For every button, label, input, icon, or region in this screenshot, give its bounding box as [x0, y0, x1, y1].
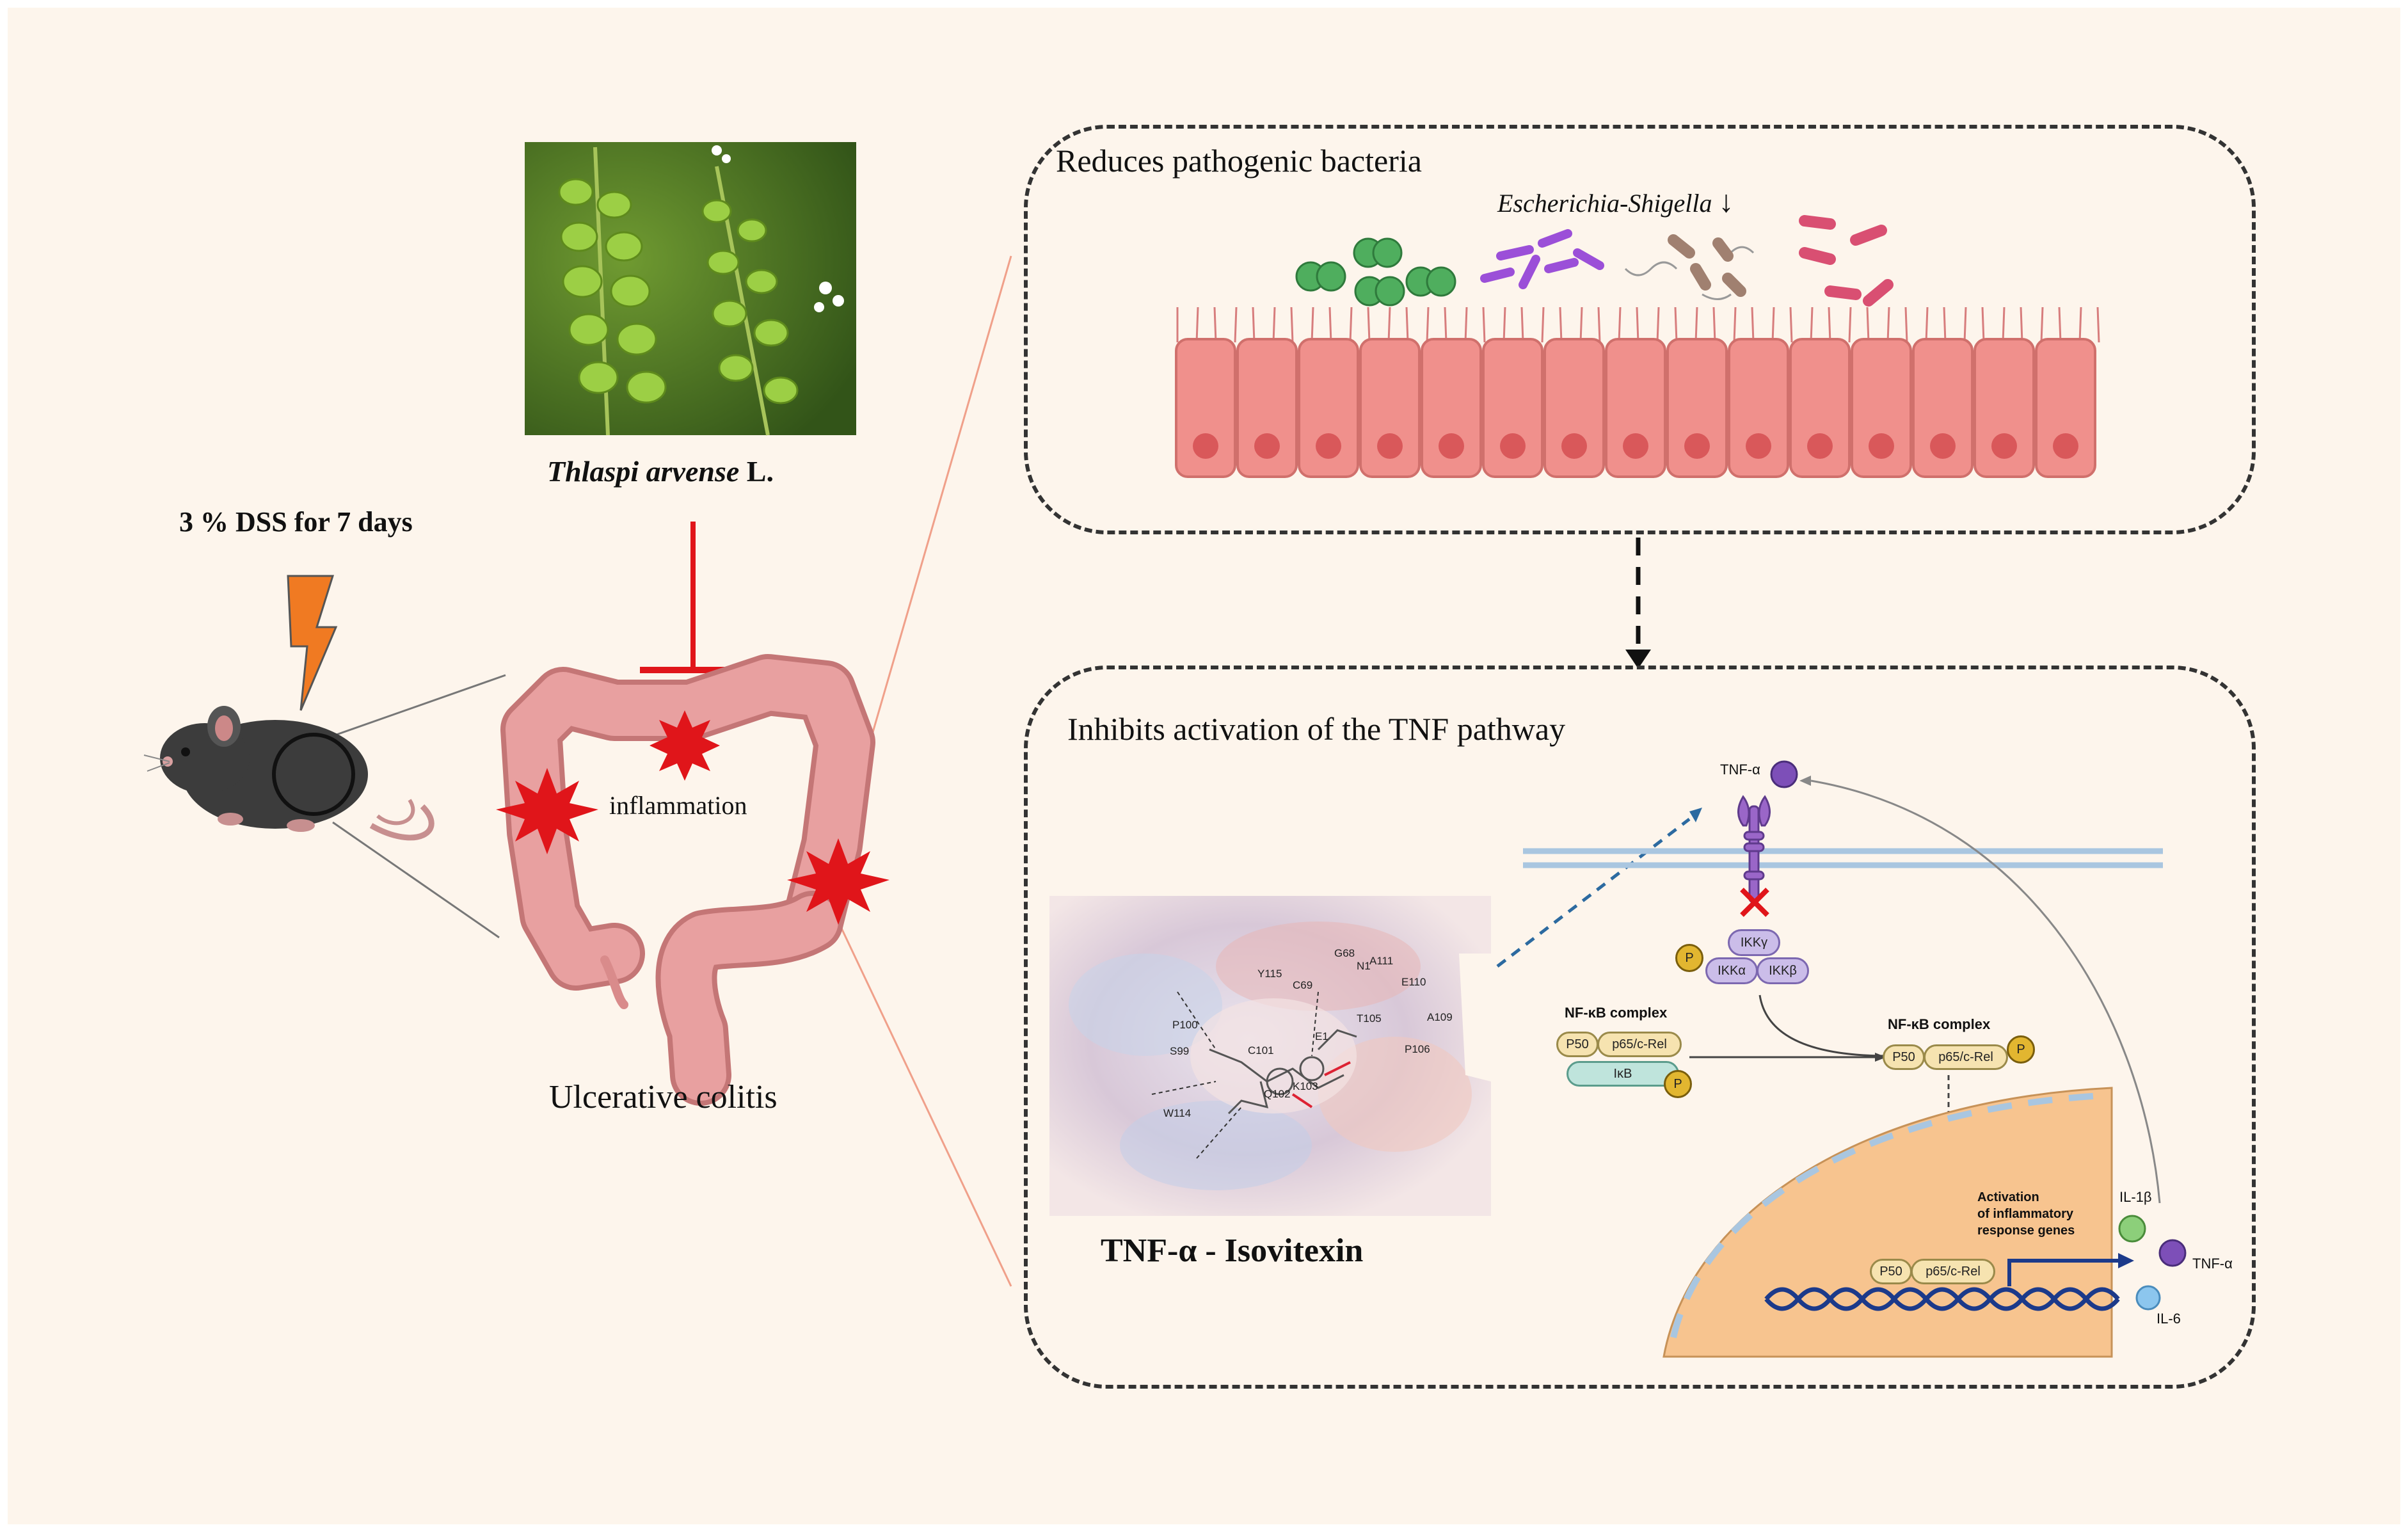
residue-label: T105 [1357, 1012, 1382, 1025]
zoom-line-bottom [332, 821, 500, 939]
bottom-panel-title: Inhibits activation of the TNF pathway [1067, 711, 1566, 747]
p50-subunit: P50 [1883, 1044, 1925, 1070]
residue-label: Y115 [1257, 968, 1282, 980]
bottom-panel [1024, 666, 2256, 1389]
blocked-x-icon [1740, 888, 1769, 917]
mouse-icon [143, 706, 435, 841]
dss-label: 3 % DSS for 7 days [179, 506, 413, 538]
il1b-icon [2118, 1215, 2146, 1243]
p50-subunit: P50 [1556, 1032, 1599, 1057]
residue-label: E1 [1315, 1030, 1328, 1042]
dna-helix-icon [1764, 1287, 2120, 1311]
activation-line-2: of inflammatory [1977, 1207, 2074, 1221]
top-panel [1024, 125, 2256, 534]
panel-connector-arrowhead [1625, 650, 1651, 669]
nfkb-complex-label: NF-κB complex [1888, 1016, 1991, 1032]
ikk-to-nfkb-arrow [1758, 994, 1888, 1057]
cell-membrane [1523, 848, 2163, 868]
inflammation-star-right [787, 838, 889, 925]
activation-label: Activation of inflammatory response gene… [1977, 1189, 2075, 1239]
escherichia-shigella [1624, 234, 1755, 300]
commensal-cocci [1295, 237, 1456, 307]
residue-label: K103 [1293, 1080, 1318, 1092]
ikk-beta: IKKβ [1757, 957, 1809, 984]
p65-subunit: p65/c-Rel [1597, 1032, 1682, 1057]
transcription-arrow [2007, 1259, 2118, 1286]
epithelial-cells [1175, 338, 2096, 478]
bacteria-label: Escherichia-Shigella ↓ [1497, 184, 1734, 219]
tnf-out-icon [2158, 1239, 2187, 1267]
inflammation-star-top [650, 710, 720, 781]
docking-to-receptor-arrow [1496, 818, 1691, 968]
top-panel-title: Reduces pathogenic bacteria [1056, 143, 1422, 179]
tnf-ligand-label: TNF-α [1720, 762, 1760, 778]
activation-line-3: response genes [1977, 1224, 2075, 1238]
plant-photo [525, 142, 856, 436]
il6-label: IL-6 [2157, 1311, 2181, 1327]
tnf-receptor-icon [1737, 795, 1771, 904]
feedback-arrow [1810, 779, 2161, 1204]
lightning-icon [287, 575, 338, 711]
p65-subunit: p65/c-Rel [1924, 1044, 2008, 1070]
residue-label: N1 [1357, 960, 1371, 972]
phosphate-icon: P [2007, 1035, 2035, 1064]
residue-label: A111 [1369, 955, 1394, 967]
pink-bacilli [1799, 215, 1894, 307]
tnf-out-label: TNF-α [2192, 1256, 2233, 1272]
plant-authority: L. [739, 455, 774, 488]
tnf-ligand-icon [1770, 760, 1798, 788]
microvilli [1176, 307, 2100, 343]
bacteria-name: Escherichia-Shigella [1497, 189, 1712, 218]
ikb-subunit: IκB [1567, 1061, 1679, 1087]
p65-subunit: p65/c-Rel [1911, 1259, 1995, 1284]
il1b-label: IL-1β [2119, 1189, 2152, 1205]
activation-line-1: Activation [1977, 1190, 2039, 1204]
disease-label: Ulcerative colitis [549, 1079, 777, 1115]
purple-bacilli [1480, 229, 1604, 289]
phosphate-icon: P [1675, 944, 1703, 972]
residue-label: S99 [1170, 1045, 1190, 1057]
plant-genus-species: Thlaspi arvense [547, 455, 740, 488]
cell-nuclei [1193, 433, 2078, 459]
ikk-gamma: IKKγ [1728, 929, 1780, 956]
residue-label: W114 [1163, 1107, 1192, 1119]
phosphate-icon: P [1664, 1070, 1692, 1098]
il6-icon [2135, 1285, 2161, 1311]
residue-label: E110 [1401, 976, 1426, 988]
p50-subunit: P50 [1870, 1259, 1912, 1284]
zoom-line-to-bottom-panel [837, 921, 1012, 1287]
inflammation-star-left [496, 768, 598, 854]
residue-label: P106 [1405, 1043, 1430, 1055]
inflammation-label: inflammation [609, 791, 747, 820]
docking-image [1049, 896, 1491, 1216]
residue-label: A109 [1427, 1011, 1453, 1023]
residue-label: G68 [1334, 947, 1355, 959]
docking-caption: TNF-α - Isovitexin [1101, 1233, 1364, 1269]
ikk-alpha: IKKα [1705, 957, 1758, 984]
decrease-arrow: ↓ [1718, 185, 1734, 219]
plant-name: Thlaspi arvense L. [547, 454, 774, 488]
zoom-line-top [332, 674, 506, 737]
residue-label: P100 [1172, 1019, 1198, 1031]
residue-label: C101 [1248, 1044, 1274, 1057]
nfkb-complex-label: NF-κB complex [1565, 1005, 1668, 1021]
residue-label: C69 [1293, 979, 1313, 991]
colon-icon [500, 654, 875, 1106]
residue-label: Q102 [1264, 1088, 1291, 1100]
